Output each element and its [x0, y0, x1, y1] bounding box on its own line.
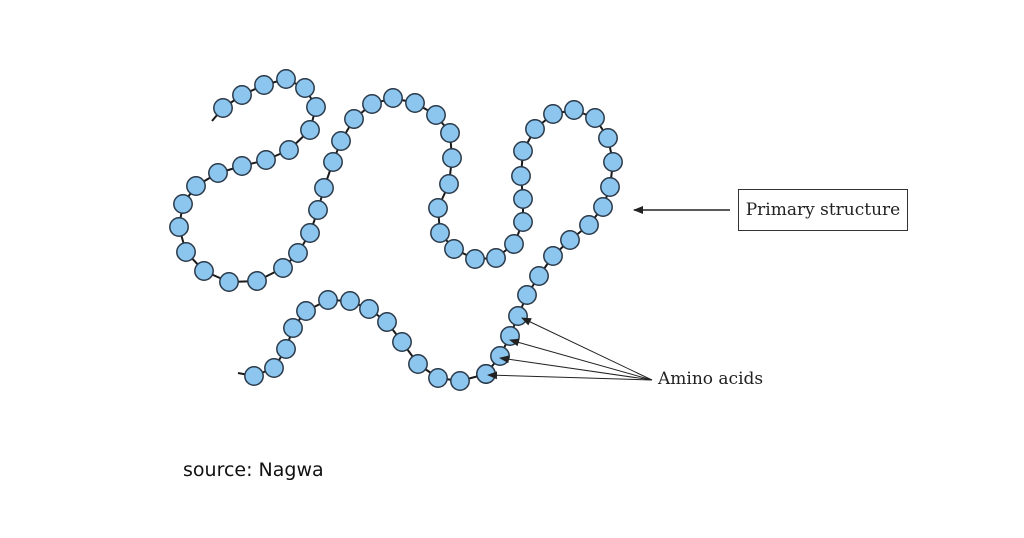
amino-acid-bead — [405, 93, 425, 113]
amino-acid-bead — [173, 194, 193, 214]
amino-acid-bead — [500, 326, 520, 346]
amino-acid-bead — [213, 98, 233, 118]
amino-acid-bead — [232, 85, 252, 105]
amino-acid-arrow-3 — [499, 355, 653, 381]
amino-acid-bead — [344, 109, 364, 129]
amino-acid-bead — [219, 272, 239, 292]
amino-acid-bead — [279, 140, 299, 160]
amino-acid-bead — [314, 178, 334, 198]
amino-acid-bead — [598, 128, 618, 148]
amino-acid-bead — [254, 75, 274, 95]
amino-acid-bead — [323, 152, 343, 172]
amino-acid-bead — [508, 306, 528, 326]
amino-acid-bead — [306, 97, 326, 117]
amino-acid-bead — [377, 312, 397, 332]
polypeptide-chains — [169, 69, 623, 391]
amino-acid-bead — [513, 141, 533, 161]
amino-acid-bead — [600, 177, 620, 197]
amino-acid-bead — [295, 78, 315, 98]
amino-acid-bead — [331, 131, 351, 151]
amino-acid-bead — [208, 163, 228, 183]
amino-acid-bead — [486, 248, 506, 268]
amino-acid-bead — [169, 217, 189, 237]
amino-acid-bead — [517, 285, 537, 305]
amino-acid-bead — [296, 301, 316, 321]
amino-acid-bead — [513, 212, 533, 232]
amino-acid-bead — [288, 243, 308, 263]
arrows — [487, 206, 730, 381]
amino-acid-bead — [283, 318, 303, 338]
amino-acid-bead — [273, 258, 293, 278]
amino-acid-bead — [276, 69, 296, 89]
amino-acid-bead — [383, 88, 403, 108]
amino-acid-bead — [318, 290, 338, 310]
amino-acid-bead — [543, 246, 563, 266]
amino-acid-bead — [362, 94, 382, 114]
amino-acid-bead — [579, 215, 599, 235]
amino-acid-bead — [585, 108, 605, 128]
lower-chain — [237, 290, 496, 391]
amino-acid-bead — [529, 266, 549, 286]
upper-chain-backbone — [178, 78, 614, 375]
amino-acid-bead — [340, 291, 360, 311]
amino-acids-label: Amino acids — [658, 369, 764, 389]
amino-acid-bead — [525, 119, 545, 139]
amino-acid-bead — [408, 354, 428, 374]
amino-acid-bead — [426, 105, 446, 125]
amino-acid-bead — [476, 364, 496, 384]
amino-acid-bead — [560, 230, 580, 250]
amino-acid-bead — [256, 150, 276, 170]
amino-acid-bead — [176, 242, 196, 262]
amino-acid-bead — [440, 123, 460, 143]
amino-acid-bead — [603, 152, 623, 172]
amino-acid-arrow-2 — [509, 338, 653, 381]
amino-acid-bead — [186, 176, 206, 196]
amino-acid-bead — [450, 371, 470, 391]
primary-structure-label: Primary structure — [738, 189, 908, 231]
source-caption: source: Nagwa — [183, 459, 324, 481]
amino-acid-bead — [308, 200, 328, 220]
amino-acid-bead — [504, 234, 524, 254]
upper-chain — [169, 69, 623, 384]
amino-acid-bead — [194, 261, 214, 281]
amino-acid-bead — [430, 223, 450, 243]
amino-acid-bead — [428, 368, 448, 388]
amino-acid-bead — [300, 120, 320, 140]
amino-acid-bead — [564, 100, 584, 120]
amino-acid-arrow-4 — [487, 371, 653, 381]
amino-acid-bead — [264, 358, 284, 378]
amino-acid-bead — [392, 332, 412, 352]
amino-acid-bead — [232, 156, 252, 176]
amino-acid-bead — [300, 223, 320, 243]
amino-acid-bead — [465, 249, 485, 269]
amino-acid-bead — [439, 174, 459, 194]
amino-acid-bead — [276, 339, 296, 359]
amino-acid-bead — [428, 198, 448, 218]
amino-acid-bead — [442, 148, 462, 168]
amino-acid-arrow-1 — [521, 317, 653, 381]
amino-acid-bead — [359, 299, 379, 319]
amino-acid-bead — [244, 366, 264, 386]
amino-acid-bead — [511, 166, 531, 186]
amino-acid-bead — [543, 104, 563, 124]
amino-acid-bead — [513, 189, 533, 209]
amino-acid-bead — [593, 197, 613, 217]
amino-acid-bead — [444, 239, 464, 259]
amino-acid-bead — [247, 271, 267, 291]
amino-acid-bead — [490, 346, 510, 366]
